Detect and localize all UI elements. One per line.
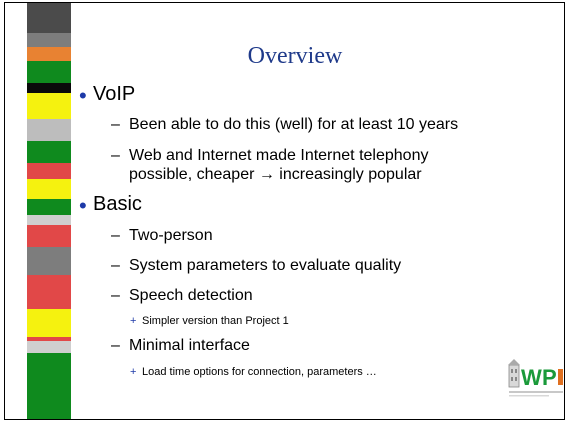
dash-icon: – [111, 257, 120, 274]
strip-segment [27, 3, 71, 33]
decorative-color-strip [27, 3, 71, 419]
bullet-label: VoIP [93, 83, 136, 105]
strip-segment [27, 215, 71, 225]
sub-bullet-label: Been able to do this (well) for at least… [129, 116, 459, 133]
logo-p: P [542, 365, 557, 390]
dash-icon: – [111, 147, 120, 164]
bullet-dot-icon: • [79, 83, 87, 108]
strip-segment [27, 309, 71, 337]
sub-sub-bullet-label: Load time options for connection, parame… [142, 366, 377, 378]
sub-bullet-label: Minimal interface [129, 337, 250, 354]
sub-bullet-label: Web and Internet made Internet telephony [129, 147, 429, 164]
strip-segment [27, 163, 71, 179]
sub-sub-bullet: + Simpler version than Project 1 [130, 315, 289, 327]
slide-frame: Overview •VoIP –Been able to do this (we… [4, 2, 565, 420]
strip-segment [27, 83, 71, 93]
strip-segment [27, 93, 71, 119]
sub-bullet-continuation: possible, cheaper → increasingly popular [129, 166, 422, 183]
sub-bullet: –Web and Internet made Internet telephon… [111, 147, 428, 165]
strip-segment [27, 199, 71, 215]
dash-icon: – [111, 227, 120, 244]
strip-segment [27, 141, 71, 163]
bullet-label: Basic [93, 193, 142, 215]
bullet-voip: • VoIP [79, 83, 136, 108]
plus-icon: + [130, 366, 137, 378]
sub-sub-bullet-label: Simpler version than Project 1 [142, 315, 289, 327]
sub-bullet: –Two-person [111, 227, 213, 245]
strip-segment [27, 119, 71, 141]
bullet-dot-icon: • [79, 193, 87, 218]
strip-segment [27, 179, 71, 199]
sub-bullet: –Been able to do this (well) for at leas… [111, 116, 458, 134]
bullet-basic: • Basic [79, 193, 142, 218]
sub-bullet: –System parameters to evaluate quality [111, 257, 401, 275]
logo-i [558, 369, 563, 385]
plus-icon: + [130, 315, 137, 327]
strip-segment [27, 61, 71, 83]
sub-bullet: –Speech detection [111, 287, 253, 305]
logo-w: W [521, 365, 542, 390]
dash-icon: – [111, 116, 120, 133]
sub-bullet-label: Speech detection [129, 287, 253, 304]
sub-bullet: –Minimal interface [111, 337, 250, 355]
wpi-logo: W P [508, 359, 563, 397]
strip-segment [27, 353, 71, 419]
slide-title: Overview [247, 43, 343, 69]
dash-icon: – [111, 337, 120, 354]
dash-icon: – [111, 287, 120, 304]
sub-sub-bullet: + Load time options for connection, param… [130, 366, 377, 378]
strip-segment [27, 33, 71, 47]
sub-bullet-label: Two-person [129, 227, 213, 244]
strip-segment [27, 247, 71, 275]
strip-segment [27, 337, 71, 341]
strip-segment [27, 275, 71, 309]
strip-segment [27, 225, 71, 247]
sub-bullet-label: System parameters to evaluate quality [129, 257, 402, 274]
strip-segment [27, 47, 71, 61]
strip-segment [27, 341, 71, 353]
